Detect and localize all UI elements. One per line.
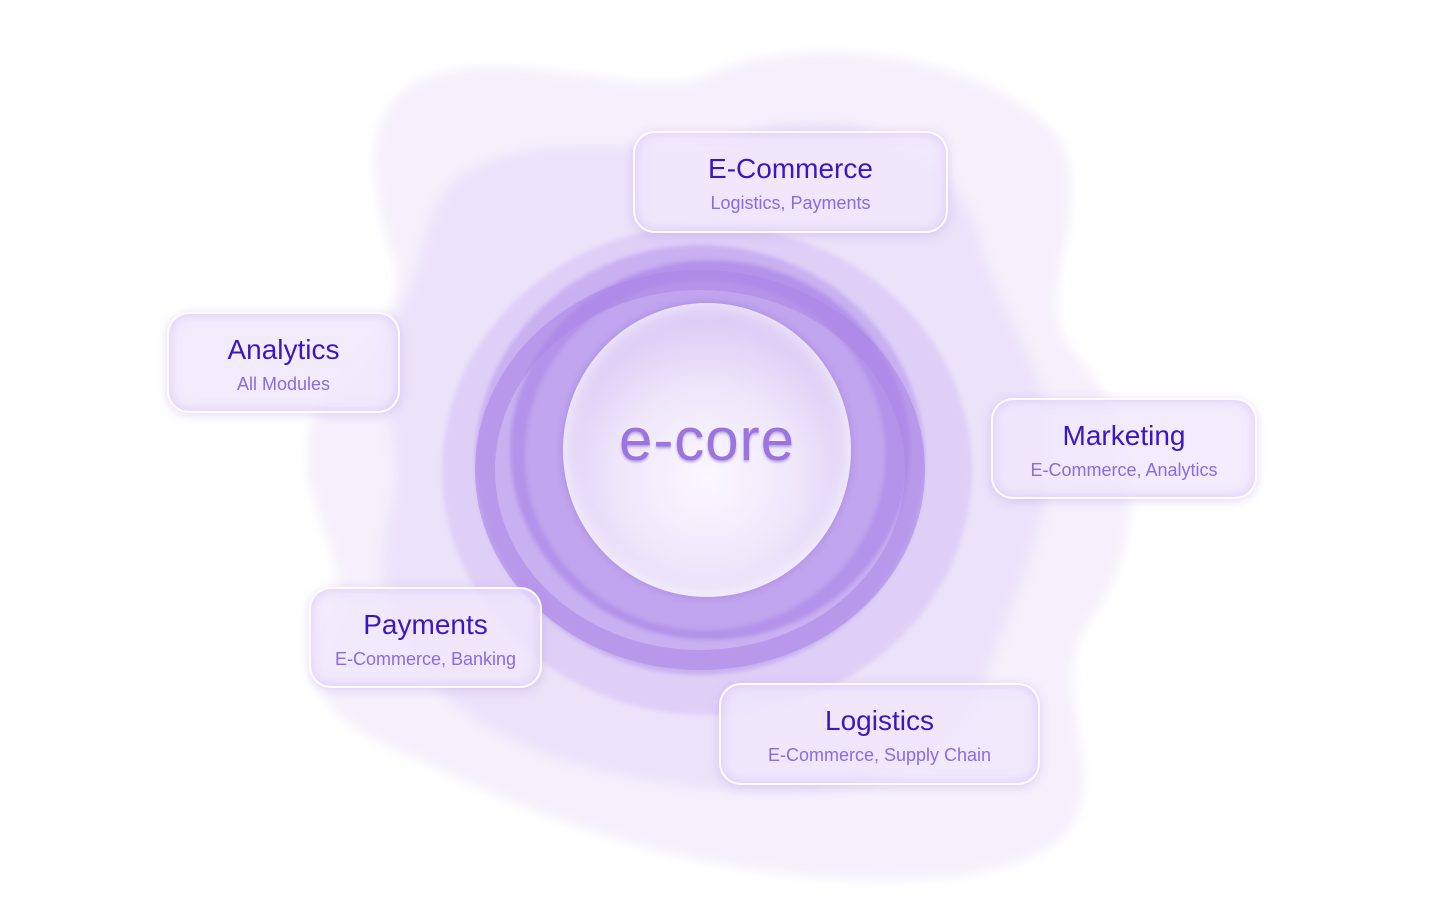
module-title: Analytics bbox=[227, 334, 340, 365]
module-subtitle: E-Commerce, Banking bbox=[334, 649, 517, 669]
module-subtitle: Logistics, Payments bbox=[710, 193, 871, 213]
module-subtitle: E-Commerce, Analytics bbox=[1030, 460, 1218, 480]
module-card-logistics[interactable]: Logistics E-Commerce, Supply Chain bbox=[719, 683, 1040, 785]
module-card-e-commerce[interactable]: E-Commerce Logistics, Payments bbox=[633, 131, 948, 233]
core-label: e-core bbox=[618, 406, 796, 473]
module-title: E-Commerce bbox=[708, 153, 873, 184]
module-card-marketing[interactable]: Marketing E-Commerce, Analytics bbox=[991, 398, 1257, 499]
module-subtitle: All Modules bbox=[236, 374, 331, 394]
module-card-payments[interactable]: Payments E-Commerce, Banking bbox=[309, 587, 542, 688]
module-card-analytics[interactable]: Analytics All Modules bbox=[167, 312, 400, 413]
module-title: Payments bbox=[363, 609, 488, 640]
core-sphere bbox=[563, 303, 851, 597]
module-subtitle: E-Commerce, Supply Chain bbox=[767, 745, 992, 765]
module-title: Marketing bbox=[1062, 420, 1186, 451]
module-title: Logistics bbox=[825, 705, 934, 736]
